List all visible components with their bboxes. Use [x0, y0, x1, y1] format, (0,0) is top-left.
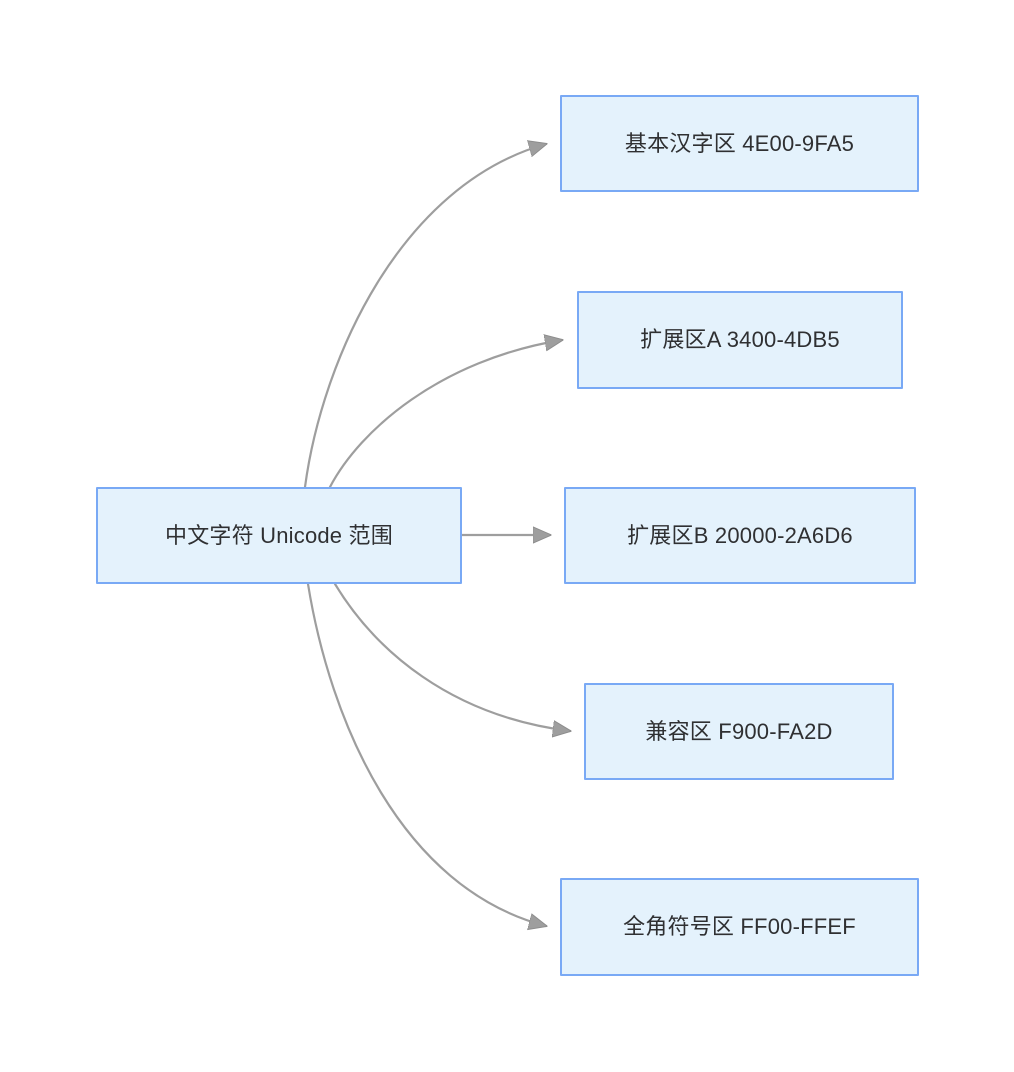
node-basic-label: 基本汉字区 4E00-9FA5 [624, 130, 855, 156]
edge-root-fullwidth [306, 582, 546, 926]
edge-root-basic [303, 144, 546, 489]
node-compat-label: 兼容区 F900-FA2D [645, 718, 833, 744]
node-fullwidth-label: 全角符号区 FF00-FFEF [623, 914, 856, 940]
node-compat[interactable]: 兼容区 F900-FA2D [584, 683, 894, 780]
node-root-label: 中文字符 Unicode 范围 [165, 522, 393, 548]
node-ext-a-label: 扩展区A 3400-4DB5 [640, 327, 840, 353]
node-fullwidth[interactable]: 全角符号区 FF00-FFEF [560, 878, 919, 976]
node-ext-b-label: 扩展区B 20000-2A6D6 [627, 522, 853, 548]
node-ext-b[interactable]: 扩展区B 20000-2A6D6 [564, 487, 916, 584]
edge-root-compat [333, 582, 570, 731]
node-root[interactable]: 中文字符 Unicode 范围 [96, 487, 462, 584]
node-ext-a[interactable]: 扩展区A 3400-4DB5 [577, 291, 903, 389]
node-basic[interactable]: 基本汉字区 4E00-9FA5 [560, 95, 919, 192]
edge-root-ext-a [328, 340, 562, 489]
